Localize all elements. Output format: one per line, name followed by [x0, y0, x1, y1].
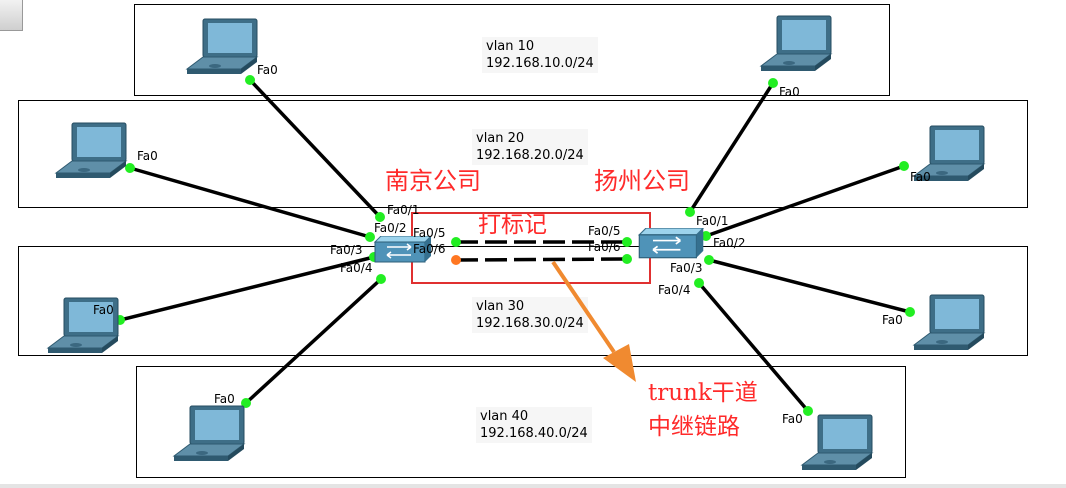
vlan20-name: vlan 20: [476, 131, 525, 146]
left-switch-port-5: Fa0/5: [413, 226, 446, 240]
link-status-up-dot: [376, 274, 386, 284]
switch-icon[interactable]: [369, 236, 433, 264]
vlan10-name: vlan 10: [486, 39, 535, 54]
bottom-scroll-strip: [0, 484, 1066, 488]
laptop-icon[interactable]: [910, 124, 986, 184]
link-status-up-dot: [241, 398, 251, 408]
left-switch-port-4: Fa0/4: [340, 261, 373, 275]
laptop-icon[interactable]: [170, 404, 246, 464]
left-switch-port-3: Fa0/3: [330, 243, 363, 257]
trunk-annotation-line1: trunk干道: [648, 380, 758, 406]
laptop-icon[interactable]: [52, 121, 128, 181]
pc-port-vlan10-left: Fa0: [257, 63, 278, 77]
pc-port-vlan30-right: Fa0: [882, 313, 903, 327]
pc-port-vlan30-left: Fa0: [93, 303, 114, 317]
link-left-vlan40[interactable]: [244, 277, 383, 405]
switch-icon[interactable]: [632, 228, 706, 260]
link-right-vlan20[interactable]: [705, 164, 905, 238]
pc-port-vlan40-left: Fa0: [214, 392, 235, 406]
link-left-vlan30[interactable]: [119, 255, 375, 322]
pc-port-vlan20-left: Fa0: [137, 149, 158, 163]
link-status-up-dot: [125, 163, 135, 173]
right-switch-port-1: Fa0/1: [696, 214, 729, 228]
vlan40-name: vlan 40: [480, 409, 529, 424]
link-status-up-dot: [768, 78, 778, 88]
link-status-up-dot: [905, 307, 915, 317]
laptop-icon[interactable]: [910, 293, 986, 353]
link-status-up-dot: [622, 237, 632, 247]
link-status-up-dot: [701, 231, 711, 241]
window-corner-tab: [0, 0, 23, 31]
link-status-up-dot: [622, 254, 632, 264]
link-status-up-dot: [245, 75, 255, 85]
vlan30-label: vlan 30 192.168.30.0/24: [472, 297, 588, 333]
right-switch-port-3: Fa0/3: [670, 261, 703, 275]
link-right-vlan10[interactable]: [688, 82, 775, 213]
vlan30-subnet: 192.168.30.0/24: [476, 316, 584, 331]
left-switch-port-1: Fa0/1: [387, 203, 420, 217]
link-right-vlan30[interactable]: [708, 258, 911, 314]
pc-port-vlan40-right: Fa0: [782, 412, 803, 426]
pc-port-vlan20-right: Fa0: [910, 170, 931, 184]
right-switch-port-2: Fa0/2: [713, 236, 746, 250]
laptop-icon[interactable]: [183, 17, 259, 77]
laptop-icon[interactable]: [44, 296, 120, 356]
link-status-up-dot: [375, 212, 385, 222]
link-right-vlan40[interactable]: [697, 281, 810, 413]
laptop-icon[interactable]: [757, 14, 833, 74]
link-status-down-dot: [451, 255, 461, 265]
right-switch-port-4: Fa0/4: [658, 283, 691, 297]
link-status-up-dot: [451, 237, 461, 247]
tag-annotation: 打标记: [478, 212, 547, 238]
link-status-up-dot: [365, 232, 375, 242]
link-left-vlan20[interactable]: [129, 166, 371, 239]
link-status-up-dot: [685, 207, 695, 217]
link-left-vlan10[interactable]: [248, 78, 382, 219]
right-switch-port-6: Fa0/6: [588, 240, 621, 254]
vlan40-label: vlan 40 192.168.40.0/24: [476, 407, 592, 443]
link-status-up-dot: [704, 255, 714, 265]
pc-port-vlan10-right: Fa0: [779, 85, 800, 99]
vlan20-subnet: 192.168.20.0/24: [476, 148, 584, 163]
link-status-up-dot: [899, 161, 909, 171]
vlan40-subnet: 192.168.40.0/24: [480, 426, 588, 441]
vlan10-label: vlan 10 192.168.10.0/24: [482, 37, 598, 73]
link-status-up-dot: [694, 278, 704, 288]
vlan30-name: vlan 30: [476, 299, 525, 314]
left-company-name: 南京公司: [385, 167, 481, 195]
left-switch-port-2: Fa0/2: [374, 221, 407, 235]
right-company-name: 扬州公司: [594, 167, 690, 195]
vlan10-subnet: 192.168.10.0/24: [486, 56, 594, 71]
vlan20-label: vlan 20 192.168.20.0/24: [472, 129, 588, 165]
right-switch-port-5: Fa0/5: [588, 224, 621, 238]
left-switch-port-6: Fa0/6: [413, 242, 446, 256]
laptop-icon[interactable]: [798, 413, 874, 473]
trunk-annotation-line2: 中继链路: [648, 414, 740, 440]
link-status-up-dot: [803, 406, 813, 416]
